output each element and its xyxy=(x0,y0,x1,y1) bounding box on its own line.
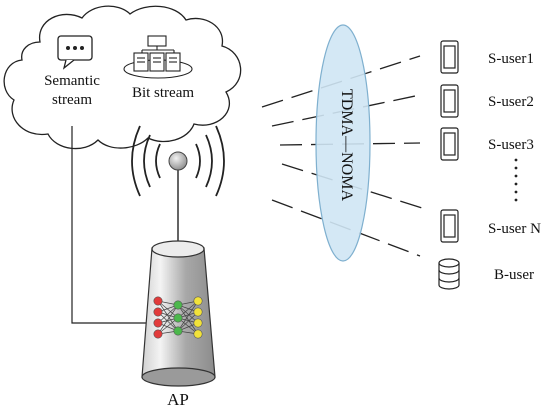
database-icon xyxy=(438,258,460,290)
phone-icon xyxy=(440,84,459,118)
ap-body xyxy=(141,247,216,378)
phone-icon xyxy=(440,209,459,243)
ap-label: AP xyxy=(167,390,189,409)
nn-edge xyxy=(177,304,199,335)
ap-top xyxy=(151,240,205,258)
user-label-s-user2: S-user2 xyxy=(488,94,534,110)
user-label-b-user: B-user xyxy=(494,267,534,283)
nn-neuron xyxy=(173,313,183,323)
nn-edge xyxy=(177,300,199,332)
nn-neuron xyxy=(153,318,163,328)
nn-neuron xyxy=(173,300,183,310)
signal-waves-icon xyxy=(131,125,225,197)
ap-base xyxy=(141,367,216,387)
user-label-s-user3: S-user3 xyxy=(488,137,534,153)
semantic-stream-label-2: stream xyxy=(52,92,92,108)
nn-edge xyxy=(157,304,179,335)
users: S-user1 S-user2 S-user3 S-user N xyxy=(438,40,541,290)
access-point: AP xyxy=(141,240,216,409)
chat-bubble-icon xyxy=(57,35,93,70)
antenna xyxy=(131,125,225,244)
nn-neuron xyxy=(193,318,203,328)
nn-edge xyxy=(157,311,179,332)
cloud: Semantic stream Bit stream xyxy=(3,5,242,150)
user-label-s-user1: S-user1 xyxy=(488,51,534,67)
nn-neuron xyxy=(153,307,163,317)
cloud-shape xyxy=(3,5,242,150)
antenna-ball xyxy=(168,151,188,171)
semantic-stream-label-1: Semantic xyxy=(44,73,100,89)
nn-neuron xyxy=(153,329,163,339)
nn-neuron xyxy=(193,329,203,339)
neural-network-icon xyxy=(153,296,203,339)
user-label-s-user-n: S-user N xyxy=(488,221,541,237)
nn-neuron xyxy=(153,296,163,306)
channel-ellipse xyxy=(315,24,371,262)
nn-neuron xyxy=(193,296,203,306)
phone-icon xyxy=(440,40,459,74)
nn-edge xyxy=(177,311,199,332)
channel-label: TDMA—NOMA xyxy=(338,89,355,201)
more-users-dots xyxy=(514,158,518,202)
server-rack-icon xyxy=(123,35,193,79)
phone-icon xyxy=(440,127,459,161)
nn-edge xyxy=(157,300,179,332)
tdma-noma-channel: TDMA—NOMA xyxy=(315,24,371,262)
cloud-to-ap-connector xyxy=(71,126,152,324)
nn-neuron xyxy=(173,326,183,336)
nn-neuron xyxy=(193,307,203,317)
bit-stream-label: Bit stream xyxy=(132,85,194,101)
